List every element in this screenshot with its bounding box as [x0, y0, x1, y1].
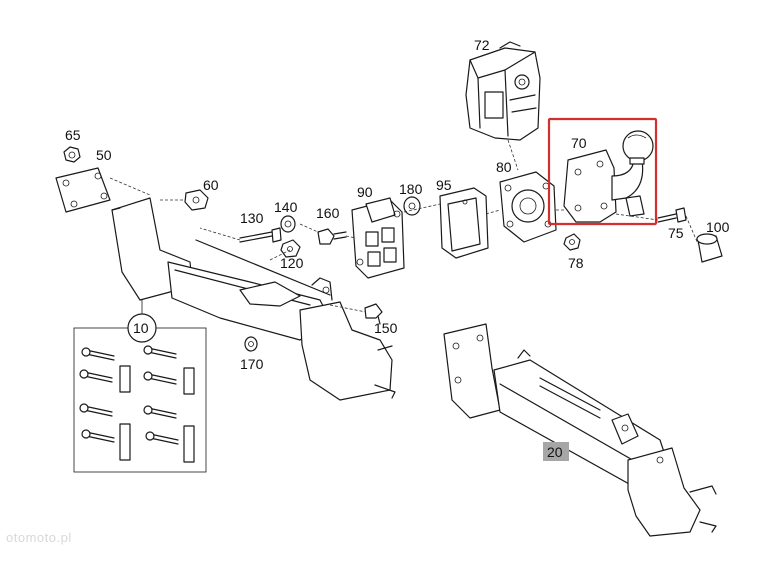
- part-label-130[interactable]: 130: [240, 210, 264, 226]
- part-label-90[interactable]: 90: [357, 184, 373, 200]
- part-label-72[interactable]: 72: [474, 37, 490, 53]
- part-120-drawing: [280, 239, 301, 258]
- part-label-80[interactable]: 80: [496, 159, 512, 175]
- part-label-170[interactable]: 170: [240, 356, 264, 372]
- part-50-drawing: [55, 167, 151, 213]
- part-60-drawing: [160, 189, 209, 211]
- part-140-drawing: [280, 215, 296, 233]
- leader-line: [299, 223, 319, 233]
- leader-line: [199, 227, 241, 241]
- part-180-drawing: [403, 196, 421, 216]
- part-label-10[interactable]: 10: [133, 320, 149, 336]
- part-72-drawing: [465, 41, 541, 141]
- part-label-65[interactable]: 65: [65, 127, 81, 143]
- leader-line: [403, 203, 441, 213]
- part-label-140[interactable]: 140: [274, 199, 298, 215]
- leader-line: [615, 213, 659, 221]
- part-label-50[interactable]: 50: [96, 147, 112, 163]
- part-100-drawing: [696, 233, 723, 263]
- part-75-drawing: [657, 207, 687, 223]
- leader-line: [269, 249, 291, 261]
- part-20-drawing: [443, 323, 717, 537]
- leader-line: [507, 139, 519, 171]
- part-130-drawing: [239, 227, 282, 243]
- part-label-60[interactable]: 60: [203, 177, 219, 193]
- part-label-180[interactable]: 180: [399, 181, 423, 197]
- leader-line: [685, 215, 699, 245]
- part-78-drawing: [563, 233, 581, 251]
- leader-line: [329, 304, 367, 313]
- part-label-150[interactable]: 150: [374, 320, 398, 336]
- part-70-drawing: [563, 130, 654, 223]
- part-label-100[interactable]: 100: [706, 219, 730, 235]
- part-10-kit-box: [73, 300, 207, 473]
- part-65-drawing: [63, 146, 81, 163]
- part-label-95[interactable]: 95: [436, 177, 452, 193]
- part-70-highlight-frame: [547, 117, 658, 226]
- part-95-drawing: [439, 187, 489, 259]
- part-90-drawing: [351, 197, 405, 279]
- part-170-drawing: [244, 336, 258, 352]
- part-160-drawing: [317, 228, 347, 245]
- part-80-drawing: [499, 171, 557, 243]
- part-label-75[interactable]: 75: [668, 225, 684, 241]
- crossmember-left-drawing: [111, 197, 396, 401]
- part-150-drawing: [364, 303, 383, 325]
- part-label-78[interactable]: 78: [568, 255, 584, 271]
- part-label-120[interactable]: 120: [280, 255, 304, 271]
- part-label-20[interactable]: 20: [547, 444, 563, 460]
- kit-bolts: [79, 345, 195, 463]
- part-label-160[interactable]: 160: [316, 205, 340, 221]
- part-20-tag-bg: [543, 442, 569, 461]
- leader-line: [485, 209, 501, 215]
- part-label-70[interactable]: 70: [571, 135, 587, 151]
- watermark: otomoto.pl: [6, 530, 72, 545]
- leader-line: [345, 235, 357, 239]
